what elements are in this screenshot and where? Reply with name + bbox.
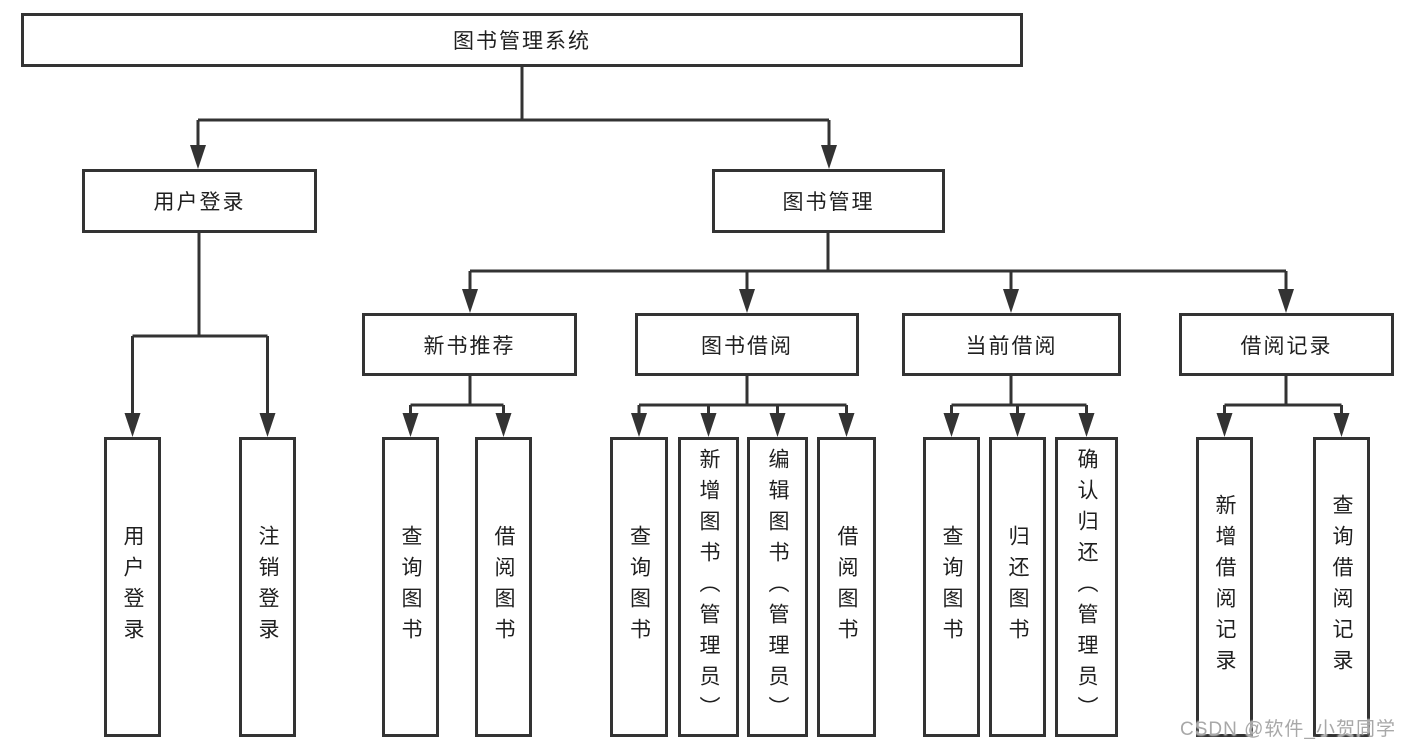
connector-current-children: [943, 374, 1095, 437]
leaf-logout: 注销登录: [239, 437, 296, 737]
leaf-borrow-books-recommend: 借阅图书: [475, 437, 532, 737]
connector-records-children: [1216, 374, 1350, 437]
node-book-management: 图书管理: [712, 169, 945, 233]
leaf-query-books-recommend: 查询图书: [382, 437, 439, 737]
leaf-edit-book-admin: 编辑图书（管理员）: [747, 437, 808, 737]
connector-root-to-level2: [190, 66, 837, 169]
connector-user-login-children: [124, 232, 276, 437]
node-book-borrow: 图书借阅: [635, 313, 859, 376]
leaf-confirm-return-admin: 确认归还（管理员）: [1055, 437, 1118, 737]
node-borrow-records: 借阅记录: [1179, 313, 1394, 376]
leaf-add-book-admin: 新增图书（管理员）: [678, 437, 739, 737]
leaf-query-books-borrow: 查询图书: [610, 437, 668, 737]
connector-borrow-children: [631, 374, 855, 437]
leaf-add-borrow-record: 新增借阅记录: [1196, 437, 1253, 737]
node-current-borrow: 当前借阅: [902, 313, 1121, 376]
leaf-borrow-books: 借阅图书: [817, 437, 876, 737]
connector-recommend-children: [402, 374, 512, 437]
leaf-query-books-current: 查询图书: [923, 437, 980, 737]
leaf-user-login: 用户登录: [104, 437, 161, 737]
node-library-system: 图书管理系统: [21, 13, 1023, 67]
csdn-watermark: CSDN @软件_小贺同学: [1180, 719, 1396, 740]
connector-book-management-children: [462, 232, 1294, 313]
leaf-query-borrow-record: 查询借阅记录: [1313, 437, 1370, 737]
node-user-login: 用户登录: [82, 169, 317, 233]
leaf-return-book: 归还图书: [989, 437, 1046, 737]
node-new-book-recommend: 新书推荐: [362, 313, 577, 376]
